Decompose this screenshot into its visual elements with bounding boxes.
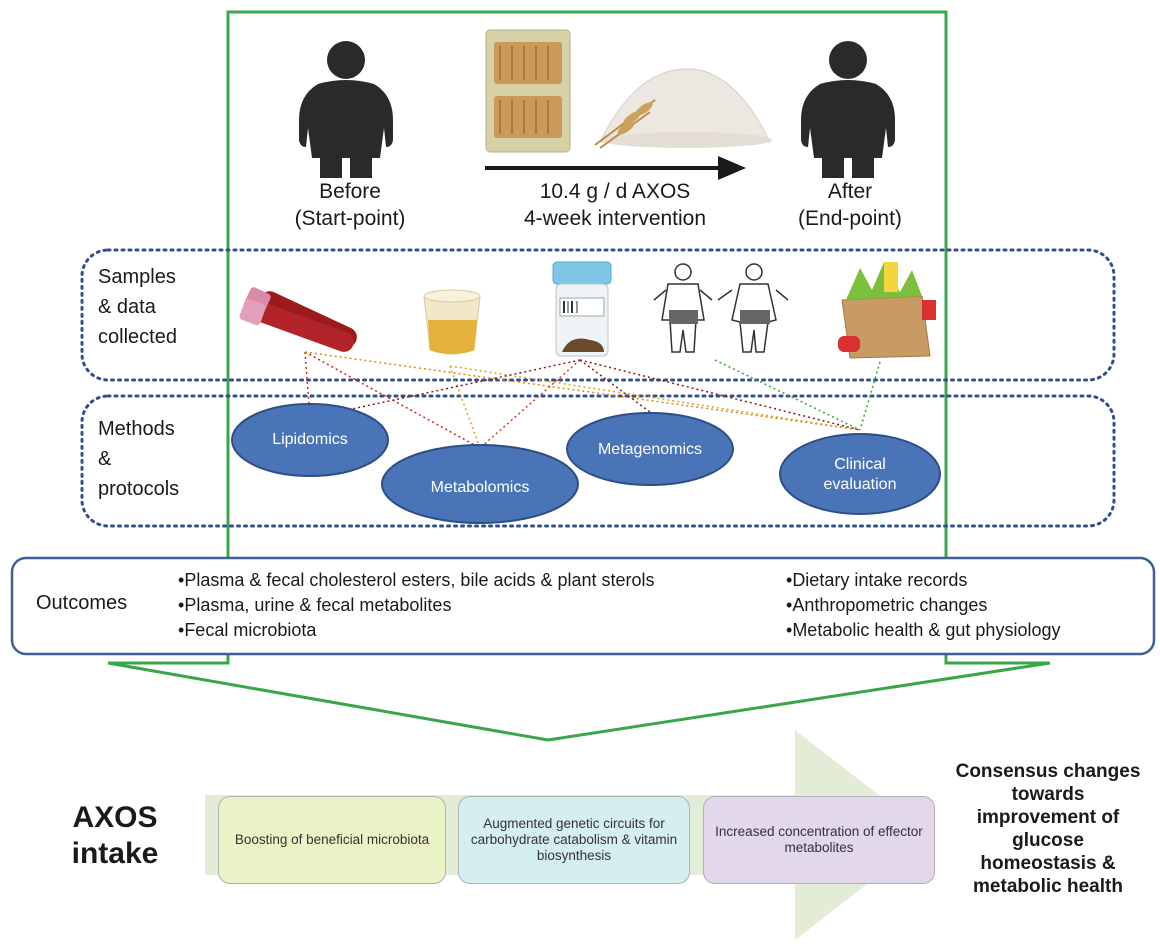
- axos-biscuit-packages-icon: [485, 29, 571, 153]
- methods-title-line: &: [98, 448, 112, 470]
- before-title: Before: [319, 180, 381, 203]
- metabolomics-ellipse: [381, 444, 579, 524]
- metagenomics-ellipse: [566, 412, 734, 486]
- methods-dotted-box: [80, 394, 1116, 528]
- before-subtitle: (Start-point): [294, 207, 406, 230]
- conclusion-line: improvement of: [976, 807, 1120, 828]
- outcome-item: Dietary intake records: [786, 568, 1060, 593]
- timeline-arrow-head: [718, 156, 746, 180]
- method-label-metagenomics: Metagenomics: [597, 441, 703, 458]
- conclusion-line: homeostasis &: [980, 853, 1116, 874]
- method-label-metabolomics: Metabolomics: [430, 479, 530, 496]
- blood-tubes-icon: [239, 287, 357, 352]
- outcomes-title: Outcomes: [36, 592, 128, 614]
- flour-and-wheat-icon: [594, 68, 772, 149]
- consensus-conclusion: Consensus changes towards improvement of…: [936, 760, 1160, 898]
- samples-row-title: Samples & data collected: [98, 262, 177, 352]
- green-frame: [107, 10, 1051, 742]
- method-label-clinical-evaluation: Clinical evaluation: [823, 456, 897, 493]
- fecal-specimen-container-icon: [552, 261, 612, 357]
- step-genetic-circuits: Augmented genetic circuits for carbohydr…: [458, 796, 690, 884]
- outcome-item: Fecal microbiota: [178, 618, 655, 643]
- intervention-label: 10.4 g / d AXOS 4-week intervention: [470, 178, 760, 232]
- after-subtitle: (End-point): [798, 207, 902, 230]
- outcome-item: Plasma, urine & fecal metabolites: [178, 593, 655, 618]
- methods-row-title: Methods & protocols: [98, 414, 179, 504]
- intervention-duration: 4-week intervention: [523, 207, 707, 230]
- body-measurement-figures-icon: [640, 258, 790, 358]
- step-effector-metabolites: Increased concentration of effector meta…: [703, 796, 935, 884]
- conclusion-line: towards: [1011, 784, 1085, 805]
- outcome-item: Plasma & fecal cholesterol esters, bile …: [178, 568, 654, 593]
- intervention-dose: 10.4 g / d AXOS: [539, 180, 691, 203]
- urine-cup-icon: [423, 289, 481, 355]
- outcome-item: Anthropometric changes: [786, 593, 1060, 618]
- axos-intake-line: intake: [71, 837, 159, 870]
- conclusion-line: metabolic health: [973, 876, 1123, 897]
- methods-title-line: Methods: [98, 418, 175, 440]
- outcomes-left-list: Plasma & fecal cholesterol esters, bile …: [178, 568, 655, 643]
- axos-intake-label: AXOS intake: [40, 800, 190, 872]
- samples-dotted-box: [80, 248, 1116, 382]
- before-label: Before (Start-point): [270, 178, 430, 232]
- after-person-silhouette-icon: [801, 41, 895, 178]
- conclusion-line: glucose: [1012, 830, 1084, 851]
- conclusion-line: Consensus changes: [955, 761, 1141, 782]
- step-boosting-microbiota: Boosting of beneficial microbiota: [218, 796, 446, 884]
- outcomes-right-list: Dietary intake records Anthropometric ch…: [786, 568, 1060, 643]
- methods-title-line: protocols: [98, 478, 180, 500]
- lipidomics-ellipse: [231, 403, 389, 477]
- method-label-lipidomics: Lipidomics: [272, 431, 348, 448]
- after-label: After (End-point): [770, 178, 930, 232]
- samples-title-line: collected: [98, 326, 177, 348]
- grocery-bag-icon: [838, 262, 936, 359]
- after-title: After: [827, 180, 873, 203]
- sample-method-connections: [304, 351, 881, 449]
- samples-title-line: & data: [98, 296, 156, 318]
- clinical-evaluation-ellipse: [779, 433, 941, 515]
- samples-title-line: Samples: [98, 266, 176, 288]
- axos-intake-line: AXOS: [72, 801, 158, 834]
- before-person-silhouette-icon: [299, 41, 393, 178]
- outcome-item: Metabolic health & gut physiology: [786, 618, 1060, 643]
